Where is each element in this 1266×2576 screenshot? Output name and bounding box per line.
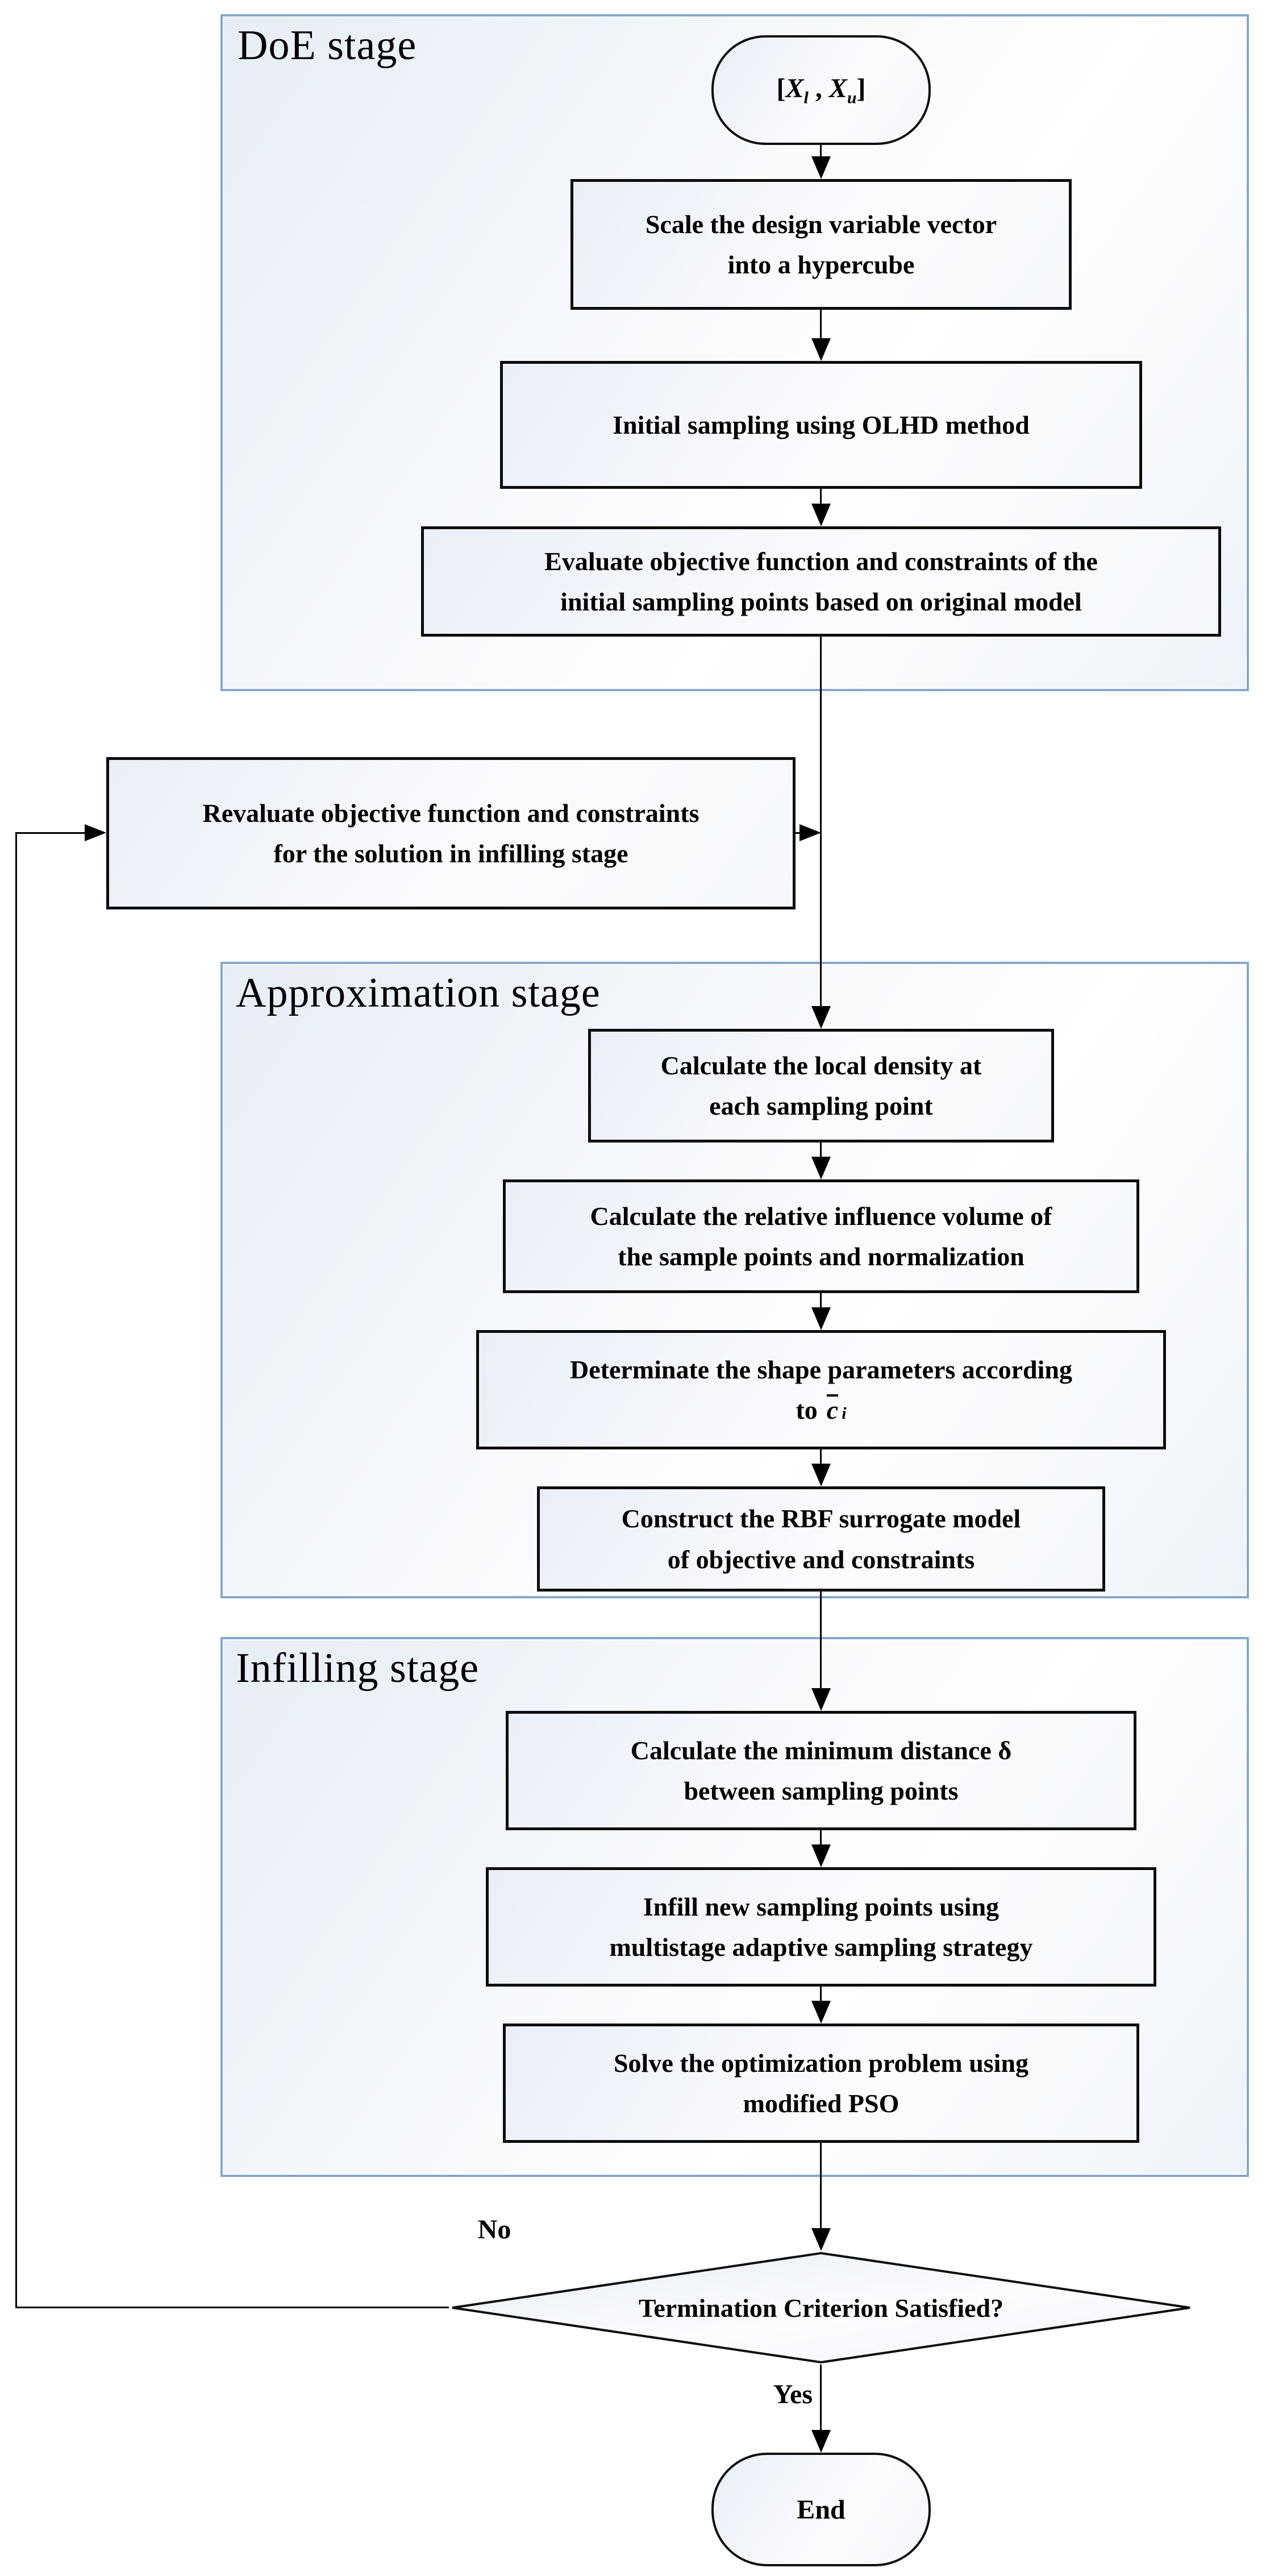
arrowhead-into-scale	[811, 156, 831, 179]
feedback-line-bottom	[15, 2307, 449, 2308]
arrowhead-into-evaluate	[811, 504, 831, 526]
process-infill-points: Infill new sampling points using multist…	[486, 1867, 1156, 1987]
flow-line-influence-to-shape	[820, 1293, 822, 1308]
process-text-line: each sampling point	[709, 1091, 933, 1120]
process-text-line: the sample points and normalization	[618, 1242, 1025, 1271]
process-text-line: multistage adaptive sampling strategy	[609, 1933, 1033, 1962]
process-text-line: Solve the optimization problem using	[613, 2048, 1029, 2078]
flow-line-revaluate-to-spine	[796, 832, 800, 834]
arrowhead-into-solve	[811, 2001, 831, 2024]
process-text-line: Determinate the shape parameters accordi…	[570, 1355, 1072, 1384]
arrowhead-into-construct	[811, 1464, 831, 1486]
process-text-line: Calculate the relative influence volume …	[590, 1201, 1052, 1231]
stage-label-approximation: Approximation stage	[236, 970, 601, 1016]
decision-label: Termination Criterion Satisfied?	[638, 2293, 1004, 2322]
decision-diamond: Termination Criterion Satisfied?	[449, 2251, 1193, 2365]
decision-diamond-shape	[452, 2251, 1190, 2364]
process-text-line: modified PSO	[743, 2089, 899, 2118]
flow-line-construct-to-mindist	[820, 1592, 822, 1689]
arrowhead-into-spine	[799, 824, 821, 841]
stage-label-infilling: Infilling stage	[236, 1645, 480, 1692]
flow-line-start-to-scale	[820, 145, 822, 157]
process-influence-volume: Calculate the relative influence volume …	[503, 1179, 1139, 1293]
process-scale-variables: Scale the design variable vector into a …	[570, 179, 1072, 310]
flow-line-evaluate-to-density	[820, 637, 822, 1007]
flow-line-decision-to-end	[820, 2365, 822, 2431]
flow-line-initial-to-evaluate	[820, 489, 822, 505]
process-text-line: Initial sampling using OLHD method	[613, 410, 1030, 439]
arrowhead-into-initial	[811, 338, 831, 361]
arrowhead-into-revaluate	[85, 824, 106, 841]
process-initial-sampling: Initial sampling using OLHD method	[500, 361, 1142, 489]
flow-line-density-to-influence	[820, 1142, 822, 1158]
feedback-line-left	[15, 832, 17, 2308]
arrowhead-into-density	[811, 1006, 831, 1029]
flow-line-mindist-to-infill	[820, 1830, 822, 1846]
start-label: [Xl , Xu]	[776, 73, 866, 107]
arrowhead-into-influence	[811, 1157, 831, 1179]
process-evaluate-objective: Evaluate objective function and constrai…	[421, 526, 1221, 637]
process-text-line: of objective and constraints	[667, 1544, 975, 1574]
process-text-line: between sampling points	[684, 1776, 959, 1805]
edge-label-yes: Yes	[773, 2379, 813, 2409]
arrowhead-into-infill	[811, 1844, 831, 1867]
edge-label-no: No	[477, 2214, 511, 2245]
stage-label-doe: DoE stage	[238, 22, 417, 69]
process-text-line: Construct the RBF surrogate model	[621, 1504, 1021, 1534]
c-bar-formula: c	[826, 1394, 839, 1424]
arrowhead-into-end	[811, 2430, 831, 2453]
end-label: End	[797, 2494, 846, 2525]
process-text-line: Calculate the minimum distance δ	[630, 1735, 1012, 1765]
process-text-line: for the solution in infilling stage	[273, 839, 628, 868]
end-terminator: End	[711, 2453, 931, 2566]
process-text-line: Calculate the local density at	[660, 1050, 982, 1080]
arrowhead-into-mindist	[811, 1688, 831, 1711]
start-terminator: [Xl , Xu]	[711, 35, 931, 145]
flow-line-infill-to-solve	[820, 1987, 822, 2002]
feedback-line-top	[15, 832, 85, 834]
process-revaluate-objective: Revaluate objective function and constra…	[106, 757, 796, 909]
flow-line-shape-to-construct	[820, 1449, 822, 1465]
process-text-line: Revaluate objective function and constra…	[202, 798, 699, 828]
process-text-line: Scale the design variable vector	[645, 209, 997, 239]
process-local-density: Calculate the local density at each samp…	[588, 1029, 1054, 1142]
process-text-line: Evaluate objective function and constrai…	[544, 546, 1098, 576]
flow-line-solve-to-decision	[820, 2143, 822, 2229]
process-text-line: Infill new sampling points using	[643, 1892, 1000, 1921]
process-min-distance: Calculate the minimum distance δ between…	[506, 1711, 1136, 1830]
process-shape-parameters: Determinate the shape parameters accordi…	[476, 1330, 1166, 1449]
process-construct-rbf: Construct the RBF surrogate model of obj…	[537, 1486, 1105, 1592]
process-text-line: initial sampling points based on origina…	[560, 587, 1082, 616]
process-solve-pso: Solve the optimization problem using mod…	[503, 2024, 1139, 2143]
process-text-line: into a hypercube	[727, 250, 915, 279]
flow-line-scale-to-initial	[820, 310, 822, 339]
arrowhead-into-decision	[811, 2228, 831, 2251]
arrowhead-into-shape	[811, 1307, 831, 1330]
